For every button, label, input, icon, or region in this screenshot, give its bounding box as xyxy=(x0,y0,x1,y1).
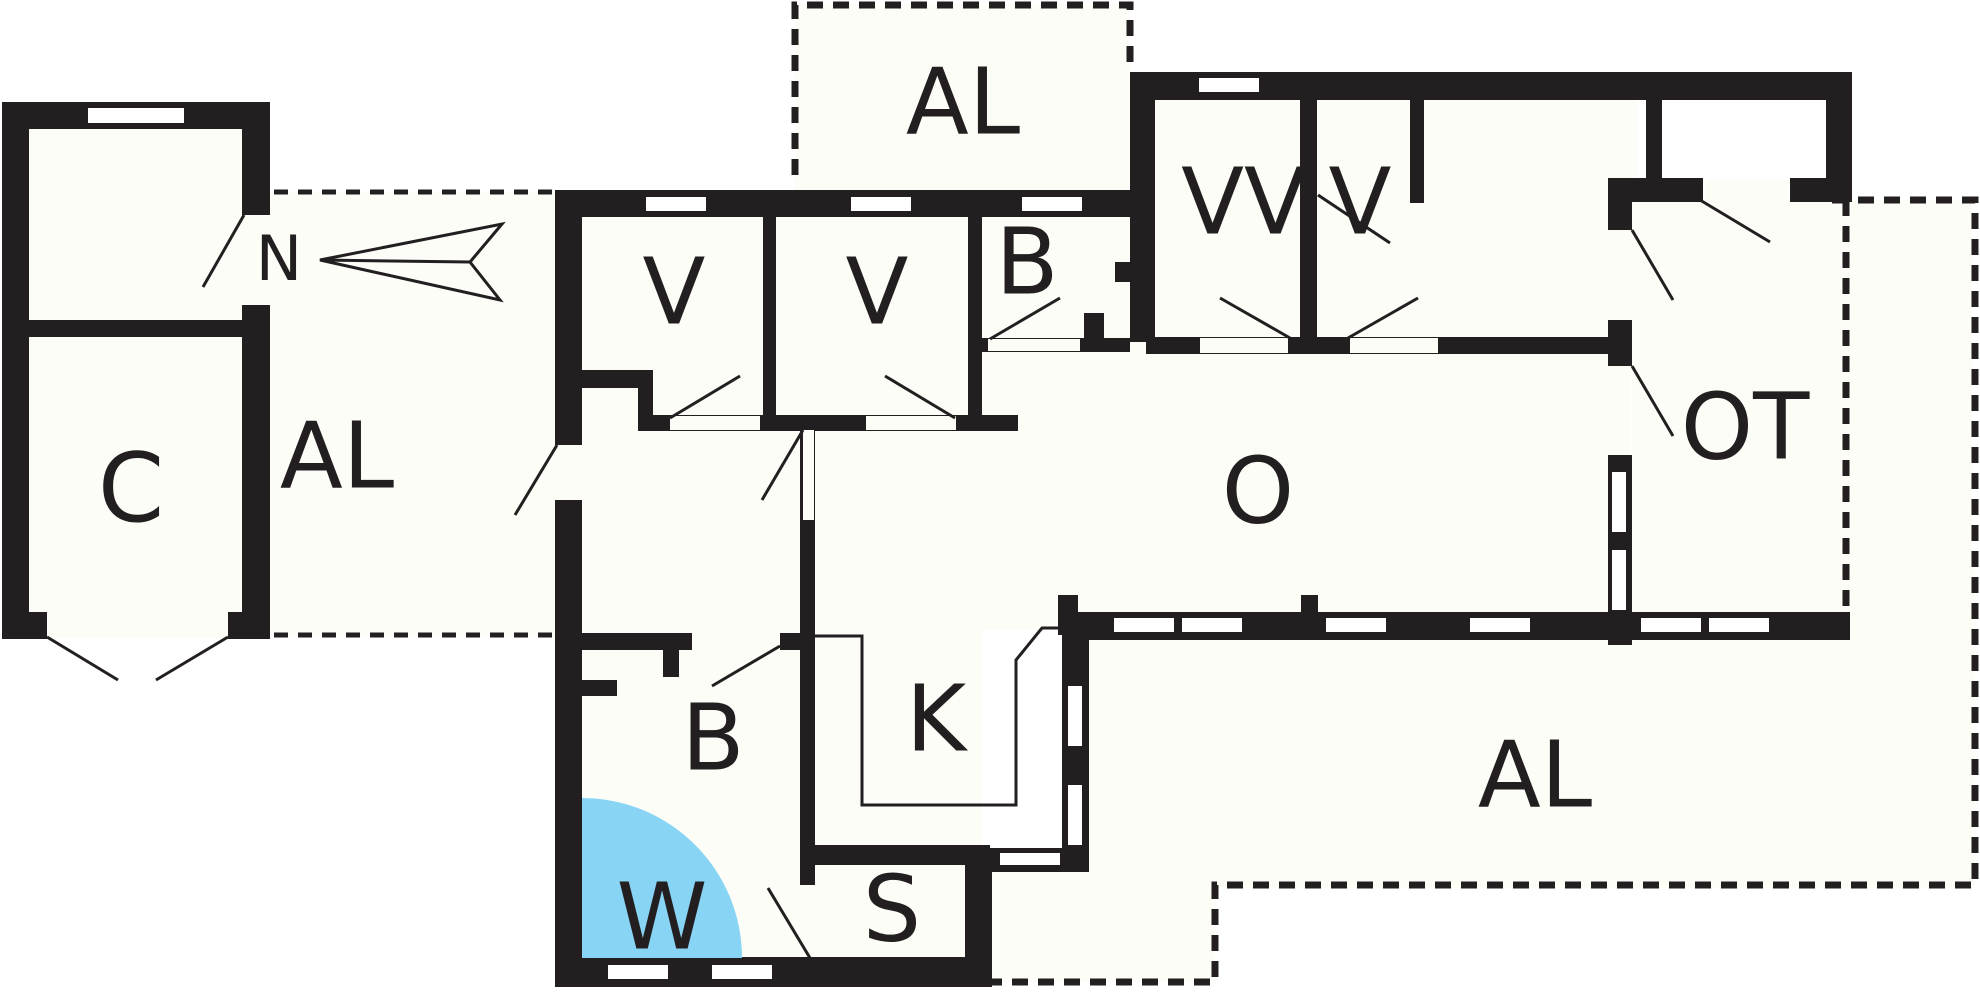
label-bedroom-vv: VV xyxy=(1181,148,1307,255)
floor-areas xyxy=(27,5,1975,982)
label-covered-terrace: OT xyxy=(1681,373,1810,480)
kitchen-counter xyxy=(815,626,1062,807)
floor-bedrooms-north xyxy=(1152,98,1637,343)
terrace-left-outline xyxy=(250,189,553,638)
label-bedroom-3: V xyxy=(1329,148,1392,255)
floor-terrace-bottom-ext xyxy=(990,870,1215,982)
label-washroom: W xyxy=(617,863,708,970)
north-label: N xyxy=(256,222,302,295)
label-bedroom-2: V xyxy=(846,238,909,345)
label-terrace-bottom-right: AL xyxy=(1478,721,1592,828)
floor-carport xyxy=(27,128,244,638)
door-gaps xyxy=(556,180,1789,649)
floor-terrace-top xyxy=(795,5,1130,195)
washroom-shower-quarter-circle xyxy=(582,798,742,958)
floor-terrace-bottom xyxy=(1085,555,1975,888)
label-carport: C xyxy=(98,434,164,544)
terrace-outlines xyxy=(250,1,1979,986)
label-living: O xyxy=(1222,437,1294,544)
room-labels: C AL AL V V B VV V O OT K B W S AL xyxy=(98,48,1810,970)
carport-window xyxy=(88,108,184,123)
carport-walls xyxy=(2,102,270,682)
label-bathroom-top: B xyxy=(995,208,1058,315)
terrace-right-outline xyxy=(990,196,1979,986)
floor-terrace-left xyxy=(244,192,557,637)
label-sauna: S xyxy=(863,855,921,962)
label-kitchen: K xyxy=(906,665,969,772)
label-bathroom-bottom: B xyxy=(681,684,744,791)
north-arrow-icon xyxy=(319,221,506,303)
label-terrace-left: AL xyxy=(280,402,394,509)
label-bedroom-1: V xyxy=(643,238,706,345)
windows xyxy=(608,78,1769,979)
label-terrace-top: AL xyxy=(906,48,1020,155)
door-swings xyxy=(513,193,1771,959)
terrace-top-outline xyxy=(791,1,1134,175)
